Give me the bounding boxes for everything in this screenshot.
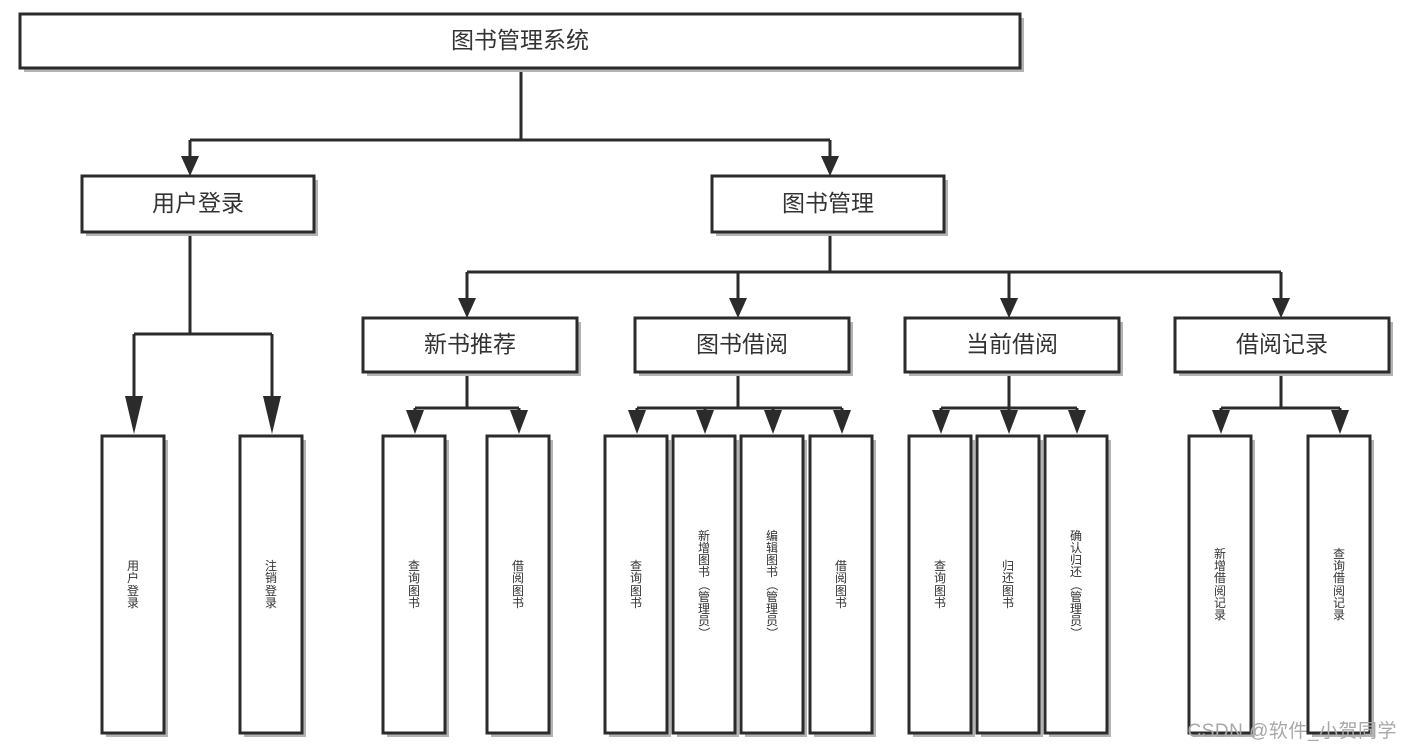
arrow-leaf-user-login <box>125 396 143 434</box>
arrow-new-book-recommend <box>458 298 476 318</box>
arrow-bb-leaf2 <box>696 410 714 434</box>
arrow-borrow-record <box>1272 298 1290 318</box>
arrow-leaf-logout <box>263 396 281 434</box>
leaf-cb-query-book[interactable] <box>907 434 975 737</box>
node-user-login[interactable]: 用户登录 <box>80 174 318 236</box>
arrow-cb-leaf1 <box>932 410 950 434</box>
bb-box <box>633 316 851 374</box>
leaf-boxes <box>100 434 1374 737</box>
leaf-bb-borrow-book[interactable] <box>808 434 876 737</box>
user-login-label: 用户登录 <box>152 190 244 216</box>
cb-label: 当前借阅 <box>966 331 1058 357</box>
arrow-bb-leaf4 <box>833 410 851 434</box>
arrow-current-borrow <box>1000 298 1018 318</box>
node-book-borrow[interactable]: 图书借阅 <box>633 316 853 376</box>
bb-label: 图书借阅 <box>696 331 788 357</box>
leaf-cb-return-book[interactable] <box>975 434 1043 737</box>
node-book-manage[interactable]: 图书管理 <box>710 174 948 236</box>
leaf-bb-edit-book[interactable] <box>739 434 807 737</box>
cb-box <box>903 316 1121 374</box>
node-borrow-record[interactable]: 借阅记录 <box>1173 316 1393 376</box>
user-login-box <box>80 174 316 234</box>
arrow-cb-leaf3 <box>1068 410 1086 434</box>
leaf-nbr-borrow-book[interactable] <box>485 434 553 737</box>
arrow-book-borrow <box>729 298 747 318</box>
arrow-nbr-leaf2 <box>510 410 528 434</box>
arrow-nbr-leaf1 <box>406 410 424 434</box>
arrow-bb-leaf1 <box>628 410 646 434</box>
arrow-user-login <box>181 156 199 176</box>
node-root[interactable]: 图书管理系统 <box>18 12 1024 72</box>
book-manage-box <box>710 174 946 234</box>
book-manage-label: 图书管理 <box>782 190 874 216</box>
leaf-logout-login[interactable] <box>238 434 306 737</box>
connectors <box>125 72 1349 434</box>
arrow-cb-leaf2 <box>1000 410 1018 434</box>
leaf-cb-confirm-return[interactable] <box>1043 434 1111 737</box>
nbr-label: 新书推荐 <box>424 331 516 357</box>
leaf-user-login[interactable] <box>100 434 168 737</box>
br-box <box>1173 316 1391 374</box>
leaf-bb-query-book[interactable] <box>603 434 671 737</box>
arrow-book-manage <box>821 156 839 176</box>
root-box <box>18 12 1022 70</box>
arrow-br-leaf1 <box>1212 410 1230 434</box>
nbr-box <box>361 316 579 374</box>
arrow-bb-leaf3 <box>764 410 782 434</box>
node-new-book-recommend[interactable]: 新书推荐 <box>361 316 581 376</box>
leaf-br-query-record[interactable] <box>1306 434 1374 737</box>
leaf-br-add-record[interactable] <box>1187 434 1255 737</box>
leaf-nbr-query-book[interactable] <box>381 434 449 737</box>
br-label: 借阅记录 <box>1236 331 1328 357</box>
leaf-bb-add-book[interactable] <box>671 434 739 737</box>
node-current-borrow[interactable]: 当前借阅 <box>903 316 1123 376</box>
root-label: 图书管理系统 <box>451 27 589 53</box>
arrow-br-leaf2 <box>1331 410 1349 434</box>
